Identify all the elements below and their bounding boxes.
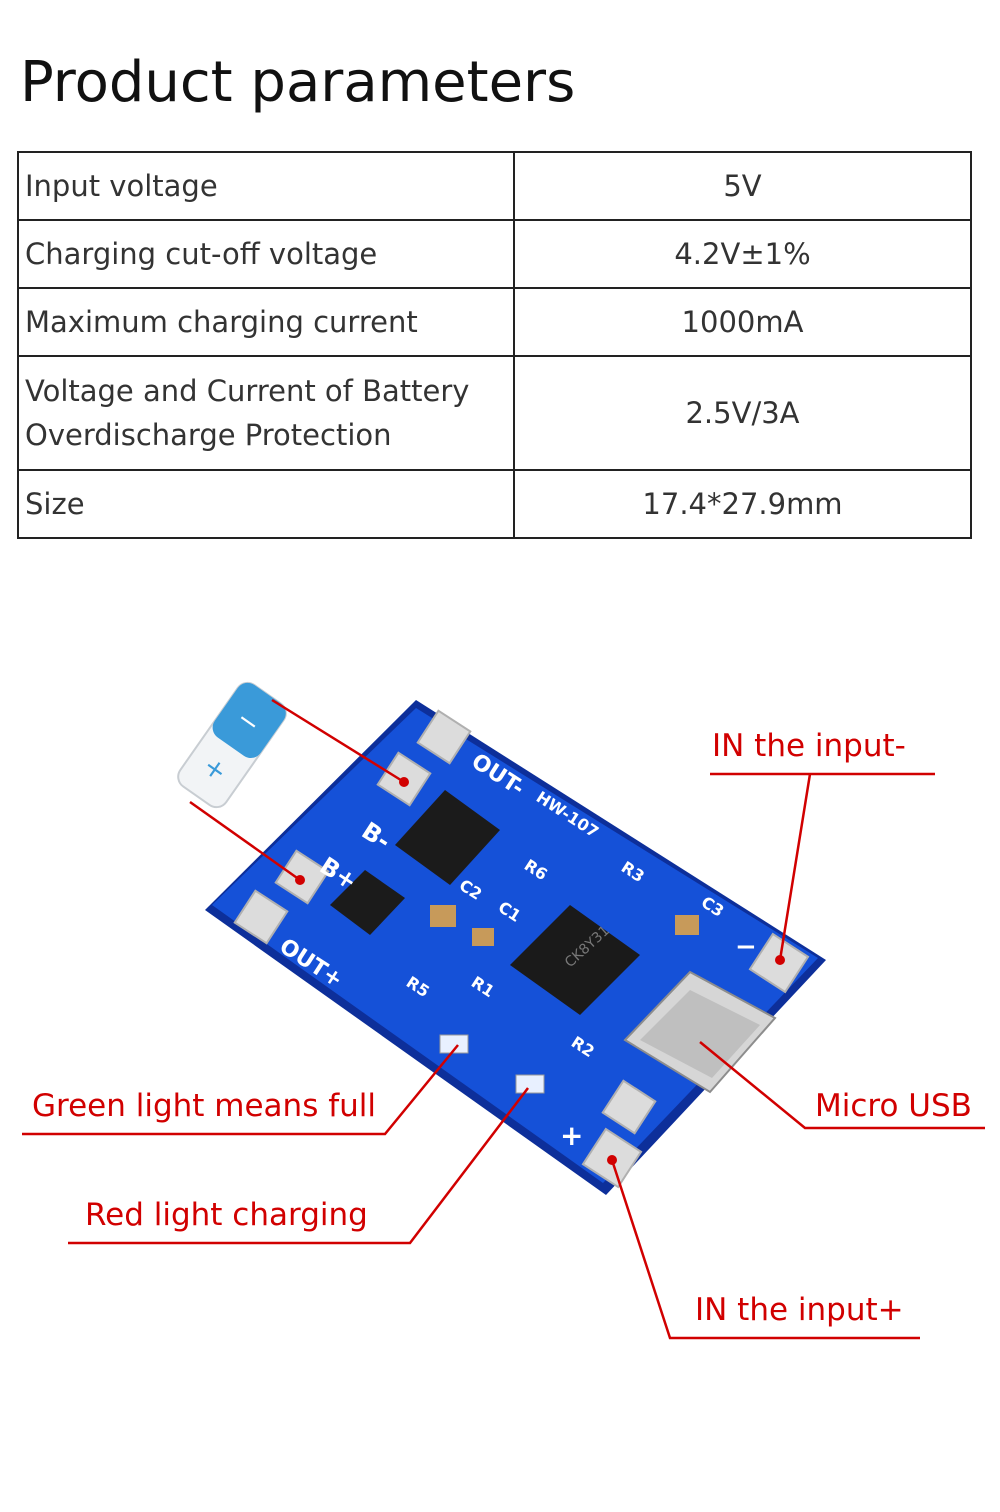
ic-chip: CK8Y31: [330, 790, 640, 1015]
capacitor-c2: [430, 905, 456, 927]
capacitor-c3: [675, 915, 699, 935]
label-minus-sign: −: [735, 932, 757, 962]
param-name-line: Overdischarge Protection: [25, 418, 392, 452]
table-row: Charging cut-off voltage 4.2V±1%: [17, 219, 972, 289]
parameters-table: Input voltage 5V Charging cut-off voltag…: [17, 151, 972, 539]
param-name-line: Voltage and Current of Battery: [25, 374, 470, 408]
battery-icon: − +: [177, 681, 287, 809]
param-name: Size: [17, 469, 515, 539]
param-name: Voltage and Current of Battery Overdisch…: [17, 355, 515, 471]
param-name: Input voltage: [17, 151, 515, 221]
micro-usb-connector: [623, 970, 777, 1094]
callout-in-plus: IN the input+: [695, 1292, 904, 1328]
callout-micro-usb: Micro USB: [815, 1088, 972, 1124]
table-row: Voltage and Current of Battery Overdisch…: [17, 355, 972, 471]
param-value: 1000mA: [513, 287, 972, 357]
red-led: [515, 1074, 545, 1094]
table-row: Size 17.4*27.9mm: [17, 469, 972, 539]
param-name: Maximum charging current: [17, 287, 515, 357]
page-title: Product parameters: [20, 50, 576, 115]
callout-red-light: Red light charging: [85, 1197, 368, 1233]
capacitor-c1: [472, 928, 494, 946]
param-value: 2.5V/3A: [513, 355, 972, 471]
table-row: Maximum charging current 1000mA: [17, 287, 972, 357]
param-value: 4.2V±1%: [513, 219, 972, 289]
label-plus-sign: +: [560, 1119, 583, 1152]
green-led: [439, 1034, 469, 1054]
param-value: 5V: [513, 151, 972, 221]
pcb: CK8Y31 OUT- HW-107 B- B+ OUT+ R3 C3 R6 C…: [205, 700, 826, 1195]
table-row: Input voltage 5V: [17, 151, 972, 221]
param-name: Charging cut-off voltage: [17, 219, 515, 289]
charger-board-photo: − + CK8Y31: [22, 681, 985, 1340]
callout-dots: [295, 777, 785, 1165]
callout-lines: [22, 698, 985, 1340]
solder-pads: [233, 709, 810, 1189]
callout-in-minus: IN the input-: [712, 728, 906, 764]
callout-green-light: Green light means full: [32, 1088, 376, 1124]
param-value: 17.4*27.9mm: [513, 469, 972, 539]
